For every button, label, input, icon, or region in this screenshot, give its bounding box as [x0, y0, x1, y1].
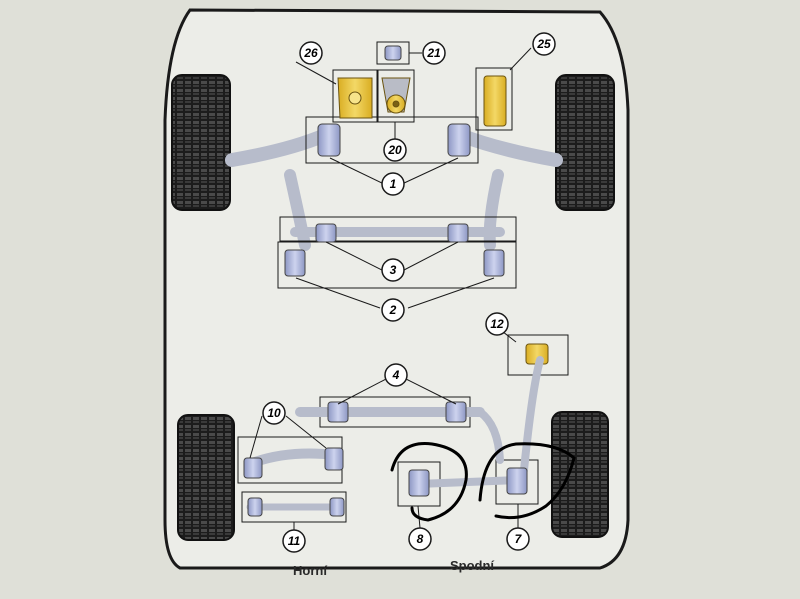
callout-3: 3: [381, 258, 405, 282]
callout-25: 25: [532, 32, 556, 56]
front-right-wheel: [555, 74, 615, 211]
callout-12: 12: [485, 312, 509, 336]
box-part-20: [377, 69, 415, 123]
bush-1-right: [447, 123, 471, 157]
callouts: 1 2 3 4 7 8 10 11: [262, 32, 556, 553]
callout-7: 7: [506, 527, 530, 551]
box-part-3-upper: [279, 216, 517, 242]
callout-12-label: 12: [490, 317, 504, 331]
callout-4: 4: [384, 363, 408, 387]
callout-7-label: 7: [515, 532, 523, 546]
callout-8: 8: [408, 527, 432, 551]
callout-1: 1: [381, 172, 405, 196]
bush-7: [506, 467, 528, 495]
box-part-3-lower: [277, 241, 517, 289]
front-left-wheel: [171, 74, 231, 211]
bush-3-left: [315, 223, 337, 243]
handwritten-marker-strokes: [390, 442, 576, 522]
callout-21: 21: [422, 41, 446, 65]
bush-2-left: [284, 249, 306, 277]
callout-20-label: 20: [387, 143, 402, 157]
rear-right-wheel: [551, 411, 609, 538]
box-part-1: [305, 116, 479, 164]
callout-21-label: 21: [426, 46, 441, 60]
callout-26: 26: [299, 41, 323, 65]
bush-1-left: [317, 123, 341, 157]
caption-lower: Spodní: [450, 558, 494, 573]
front-bushes: [284, 45, 505, 277]
bush-11-left: [247, 497, 263, 517]
bush-4-left: [327, 401, 349, 423]
box-part-26: [332, 69, 378, 123]
callout-20: 20: [383, 138, 407, 162]
callout-11-label: 11: [288, 534, 301, 548]
callout-11: 11: [282, 529, 306, 553]
caption-upper: Horní: [293, 563, 327, 578]
bush-10-right: [324, 447, 344, 471]
callout-2: 2: [381, 298, 405, 322]
box-part-25: [475, 67, 513, 131]
bush-8: [408, 469, 430, 497]
bush-10-left: [243, 457, 263, 479]
bush-4-right: [445, 401, 467, 423]
yellow-mounts: [337, 75, 549, 365]
callout-25-label: 25: [536, 37, 551, 51]
callout-3-label: 3: [390, 263, 397, 277]
callout-26-label: 26: [303, 46, 318, 60]
callout-4-label: 4: [392, 368, 400, 382]
rear-bushes: [243, 401, 528, 517]
callout-1-label: 1: [390, 177, 397, 191]
callout-10: 10: [262, 401, 286, 425]
mount-25: [483, 75, 507, 127]
bush-11-right: [329, 497, 345, 517]
callout-2-label: 2: [389, 303, 397, 317]
bush-21: [384, 45, 402, 61]
rear-left-wheel: [177, 414, 235, 541]
bush-3-right: [447, 223, 469, 243]
bush-2-right: [483, 249, 505, 277]
callout-8-label: 8: [417, 532, 424, 546]
callout-10-label: 10: [267, 406, 281, 420]
